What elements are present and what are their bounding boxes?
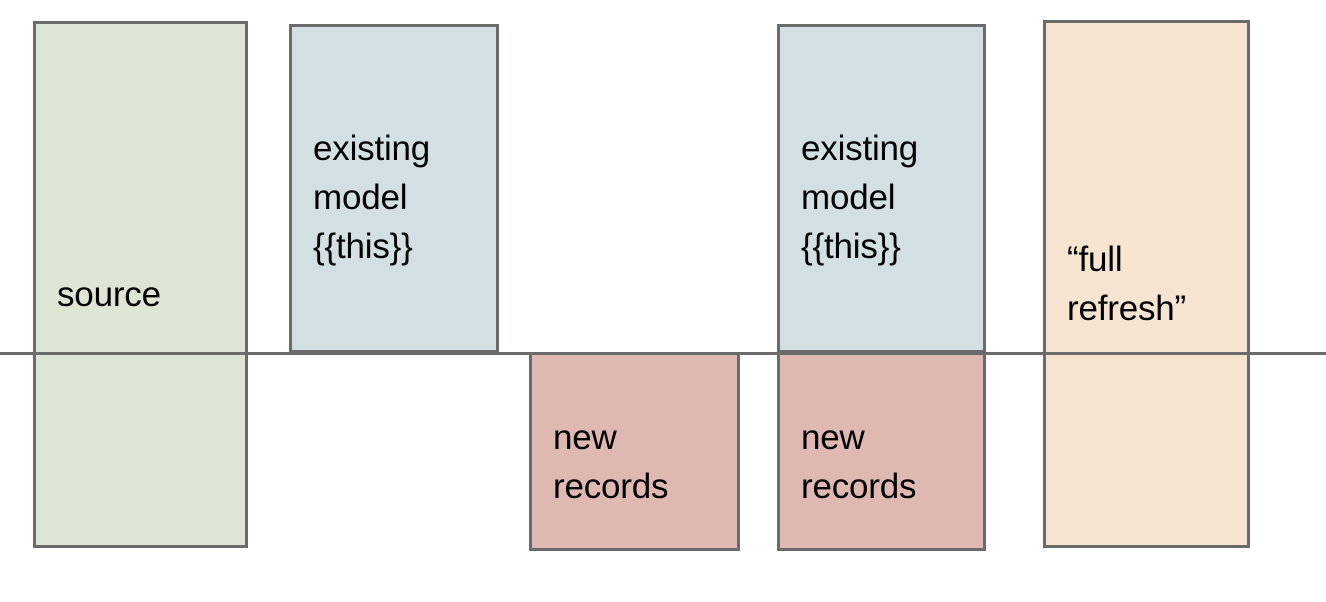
block-existing-model-2-label: existing model {{this}}	[801, 129, 919, 266]
block-new-records-2-label: new records	[801, 418, 917, 506]
block-full-refresh-label: “full refresh”	[1067, 240, 1186, 328]
block-new-records-2[interactable]: new records	[777, 352, 986, 551]
block-existing-model-1-label: existing model {{this}}	[313, 129, 431, 266]
block-full-refresh[interactable]: “full refresh”	[1043, 20, 1250, 548]
horizontal-divider-line	[0, 352, 1326, 355]
block-source-label: source	[57, 275, 161, 314]
block-new-records-1-label: new records	[553, 418, 669, 506]
block-new-records-1[interactable]: new records	[529, 352, 740, 551]
block-existing-model-2[interactable]: existing model {{this}}	[777, 24, 986, 353]
block-source[interactable]: source	[33, 21, 248, 548]
block-existing-model-1[interactable]: existing model {{this}}	[289, 24, 499, 353]
